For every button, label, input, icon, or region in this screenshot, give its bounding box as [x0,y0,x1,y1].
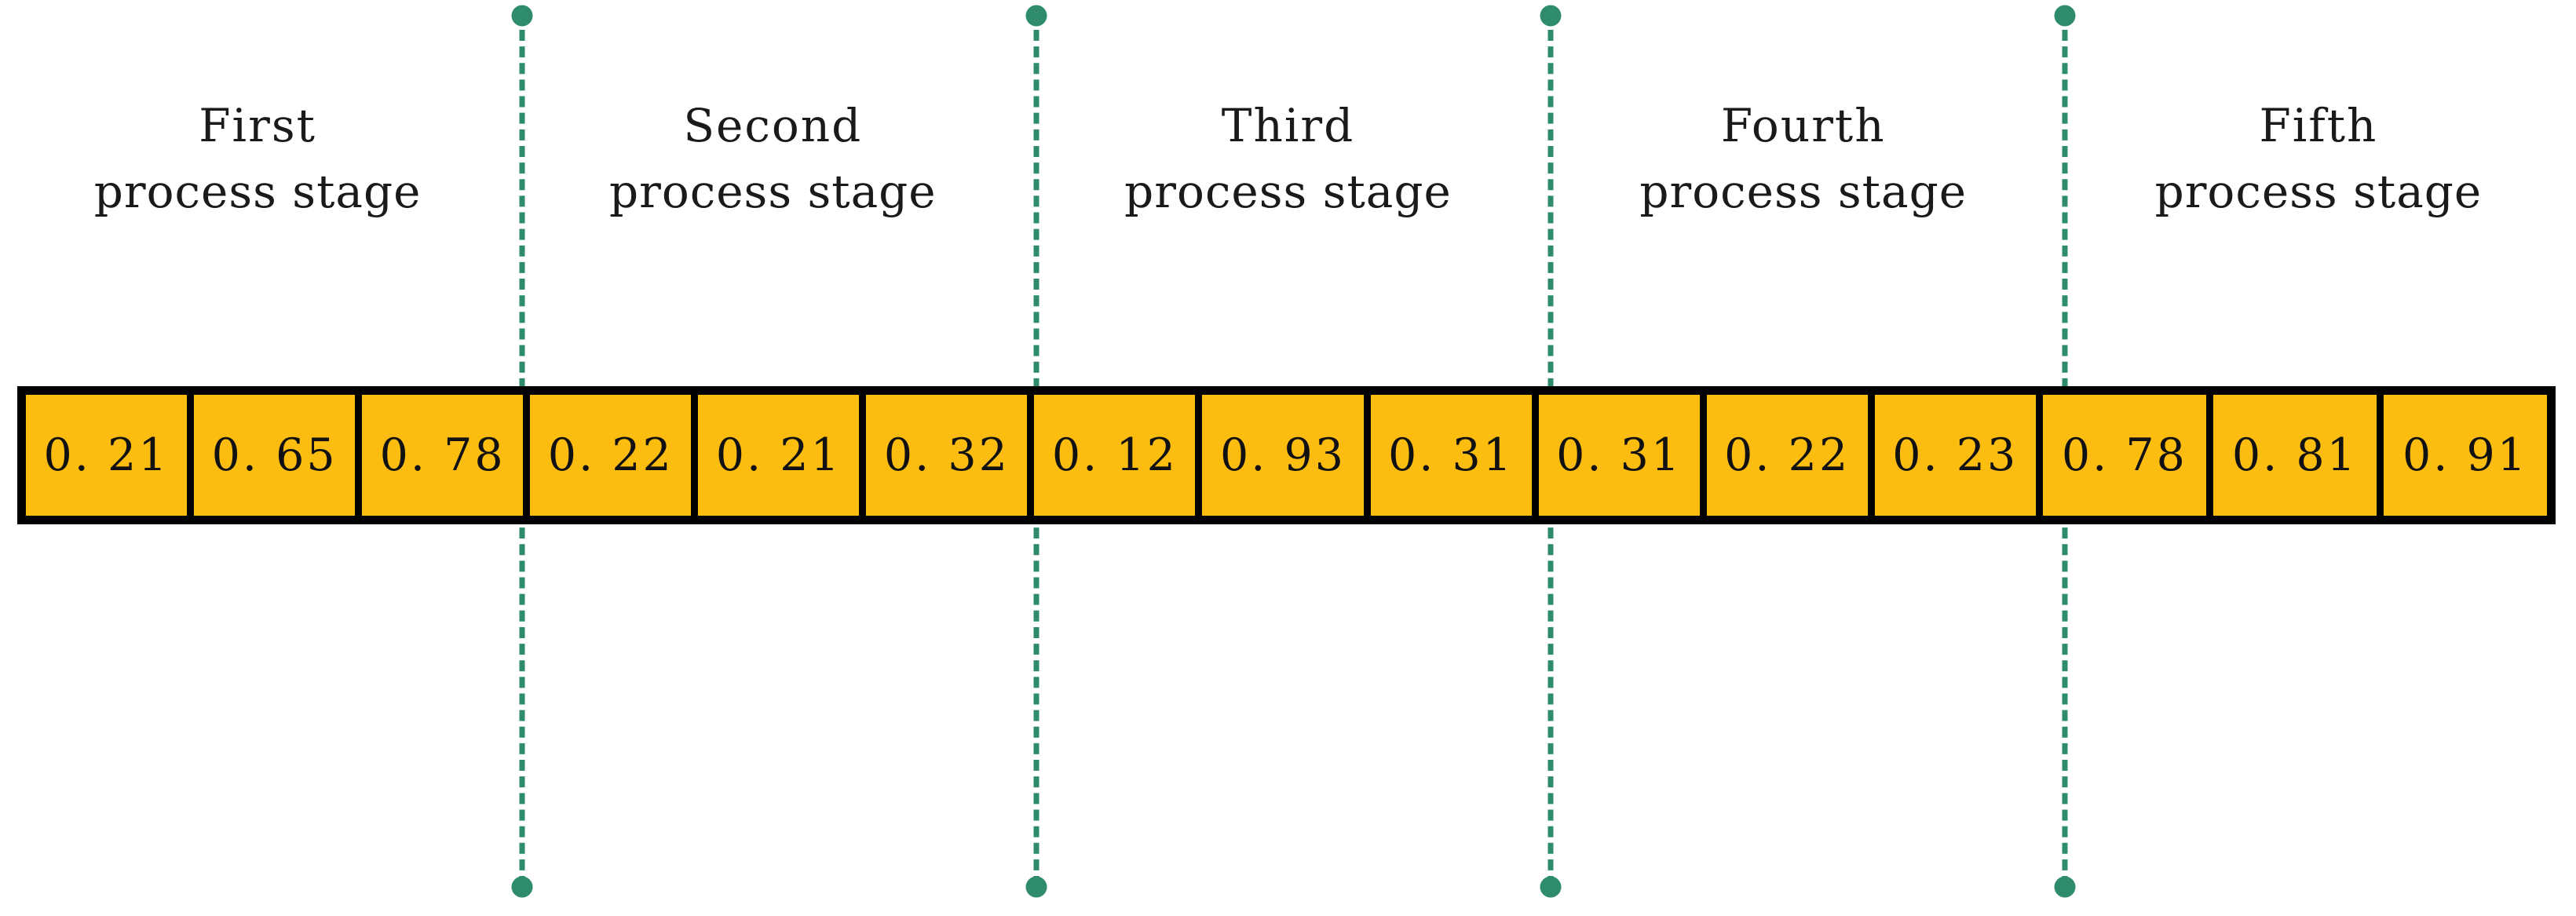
stage-label-2: Second process stage [515,93,1030,250]
value-cell: 0. 81 [2212,395,2384,516]
stage-label-4: Fourth process stage [1546,93,2061,250]
stage-label-1-ordinal: First [199,99,316,152]
value-group-4: 0. 31 0. 22 0. 23 [1538,395,2043,516]
stage-label-row: First process stage Second process stage… [0,93,2576,250]
stage-label-3: Third process stage [1030,93,1545,250]
stage-label-1-subtitle: process stage [93,165,422,218]
value-strip: 0. 21 0. 65 0. 78 0. 22 0. 21 0. 32 0. 1… [17,386,2556,524]
divider-bottom-dot-4 [2054,876,2076,898]
value-cell: 0. 65 [194,395,363,516]
divider-top-dot-2 [1025,5,1047,27]
value-group-2: 0. 22 0. 21 0. 32 [530,395,1035,516]
value-cell: 0. 21 [26,395,195,516]
divider-bottom-dot-2 [1025,876,1047,898]
value-cell: 0. 12 [1034,395,1203,516]
value-group-3: 0. 12 0. 93 0. 31 [1034,395,1539,516]
stage-label-3-ordinal: Third [1221,99,1355,152]
stage-label-2-ordinal: Second [683,99,863,152]
divider-top-dot-1 [511,5,533,27]
stage-label-5: Fifth process stage [2061,93,2576,250]
stage-label-3-subtitle: process stage [1124,165,1452,218]
stage-label-5-ordinal: Fifth [2259,99,2378,152]
stage-label-4-ordinal: Fourth [1720,99,1886,152]
stage-label-2-subtitle: process stage [608,165,937,218]
stage-label-1: First process stage [0,93,515,250]
value-cell: 0. 31 [1538,395,1707,516]
value-cell: 0. 93 [1202,395,1371,516]
value-cell: 0. 23 [1874,395,2043,516]
value-cell: 0. 78 [2042,395,2213,516]
value-group-5: 0. 78 0. 81 0. 91 [2042,395,2547,516]
stage-label-5-subtitle: process stage [2154,165,2483,218]
value-cell: 0. 32 [866,395,1035,516]
value-cell: 0. 21 [698,395,867,516]
divider-bottom-dot-1 [511,876,533,898]
value-cell: 0. 78 [362,395,531,516]
divider-top-dot-4 [2054,5,2076,27]
value-cell: 0. 22 [1706,395,1875,516]
value-cell: 0. 91 [2383,395,2547,516]
value-cell: 0. 31 [1370,395,1539,516]
divider-bottom-dot-3 [1540,876,1562,898]
divider-top-dot-3 [1540,5,1562,27]
value-group-1: 0. 21 0. 65 0. 78 [26,395,531,516]
value-cell: 0. 22 [530,395,699,516]
stage-label-4-subtitle: process stage [1639,165,1968,218]
